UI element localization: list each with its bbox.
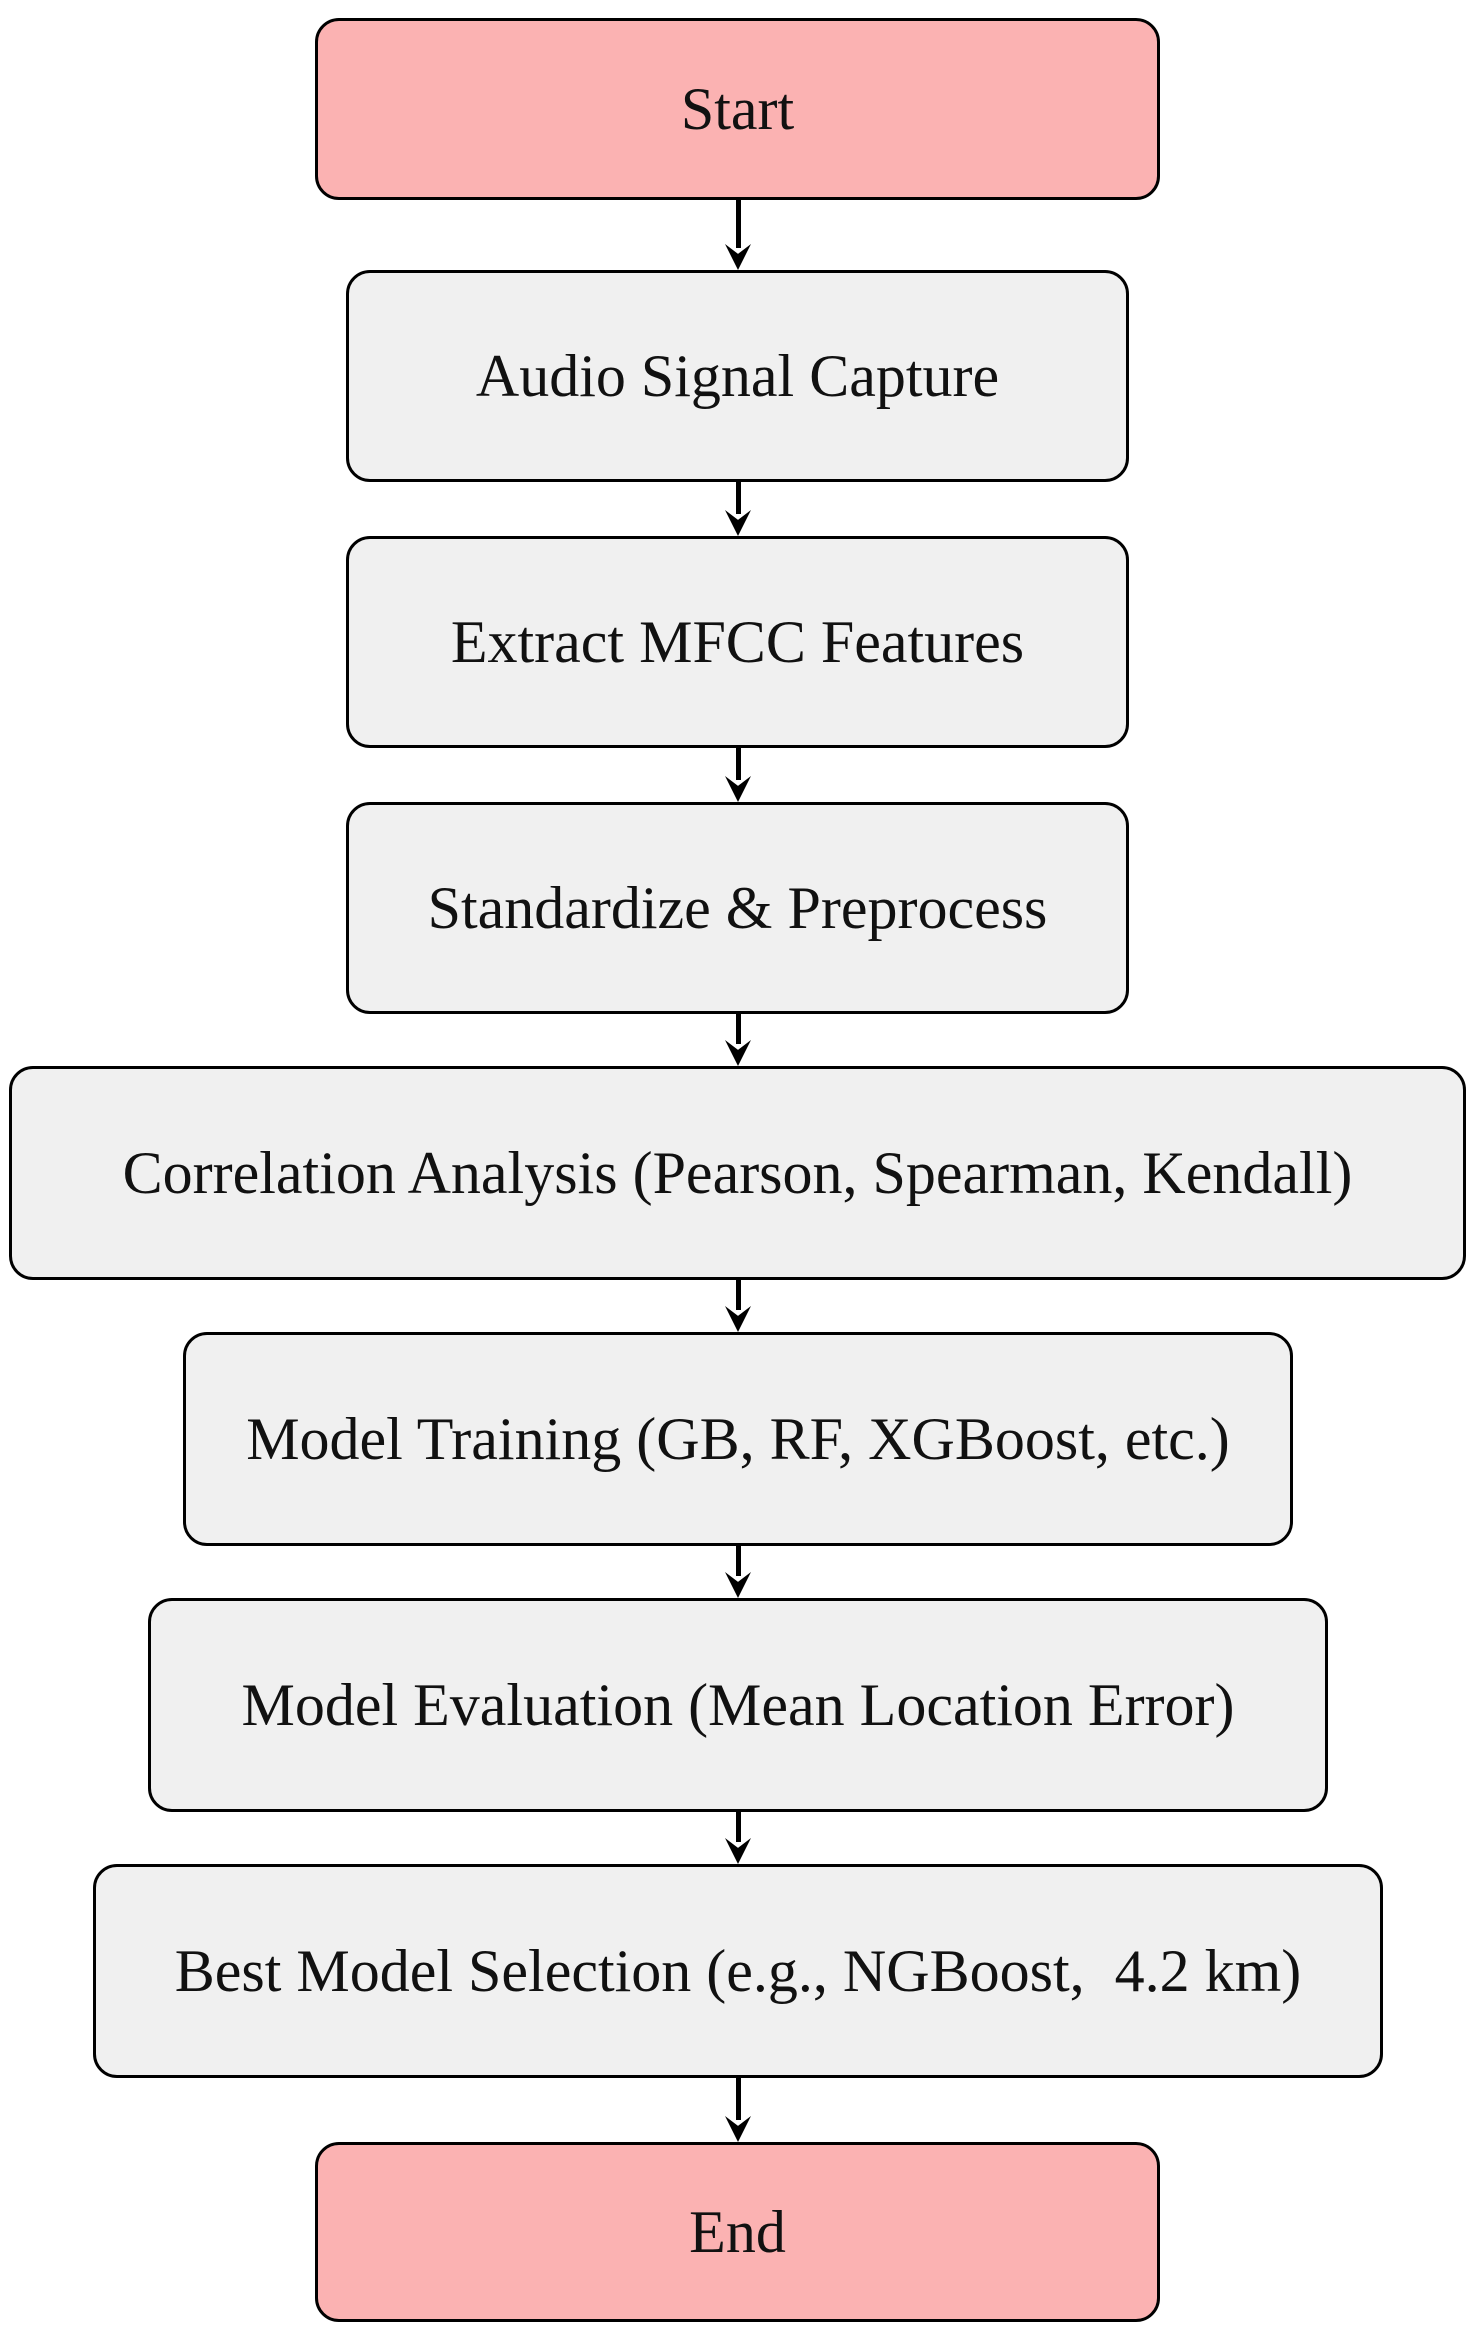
flow-node-extract-mfcc: Extract MFCC Features: [346, 536, 1129, 748]
flow-node-start: Start: [315, 18, 1160, 200]
flow-arrow-1: [723, 200, 753, 270]
flow-arrow-6: [723, 1546, 753, 1598]
flow-node-model-evaluation: Model Evaluation (Mean Location Error): [148, 1598, 1328, 1812]
flow-node-audio-signal-capture-label: Audio Signal Capture: [475, 343, 1000, 409]
flow-node-correlation-analysis-label: Correlation Analysis (Pearson, Spearman,…: [122, 1140, 1353, 1206]
flow-node-end: End: [315, 2142, 1160, 2322]
flow-node-start-label: Start: [680, 76, 795, 142]
flow-arrow-3: [723, 748, 753, 802]
flow-arrow-7: [723, 1812, 753, 1864]
flow-arrow-2: [723, 482, 753, 536]
flow-node-audio-signal-capture: Audio Signal Capture: [346, 270, 1129, 482]
flow-node-model-evaluation-label: Model Evaluation (Mean Location Error): [241, 1672, 1235, 1738]
flow-arrow-8: [723, 2078, 753, 2142]
arrow-shaft: [735, 482, 741, 514]
flow-node-model-training-label: Model Training (GB, RF, XGBoost, etc.): [246, 1406, 1230, 1472]
flow-node-correlation-analysis: Correlation Analysis (Pearson, Spearman,…: [9, 1066, 1466, 1280]
flow-node-best-model-selection: Best Model Selection (e.g., NGBoost, 4.2…: [93, 1864, 1383, 2078]
flow-node-standardize: Standardize & Preprocess: [346, 802, 1129, 1014]
flow-node-extract-mfcc-label: Extract MFCC Features: [450, 609, 1025, 675]
arrow-shaft: [735, 1280, 741, 1310]
arrow-shaft: [735, 1014, 741, 1044]
arrow-shaft: [735, 748, 741, 780]
arrow-shaft: [735, 1546, 741, 1576]
flow-arrow-4: [723, 1014, 753, 1066]
arrow-shaft: [735, 200, 741, 248]
flow-node-standardize-label: Standardize & Preprocess: [427, 875, 1048, 941]
flow-arrow-5: [723, 1280, 753, 1332]
arrow-shaft: [735, 1812, 741, 1842]
flow-node-best-model-selection-label: Best Model Selection (e.g., NGBoost, 4.2…: [174, 1938, 1302, 2004]
flow-node-end-label: End: [689, 2199, 786, 2265]
flow-node-model-training: Model Training (GB, RF, XGBoost, etc.): [183, 1332, 1293, 1546]
arrow-shaft: [735, 2078, 741, 2120]
